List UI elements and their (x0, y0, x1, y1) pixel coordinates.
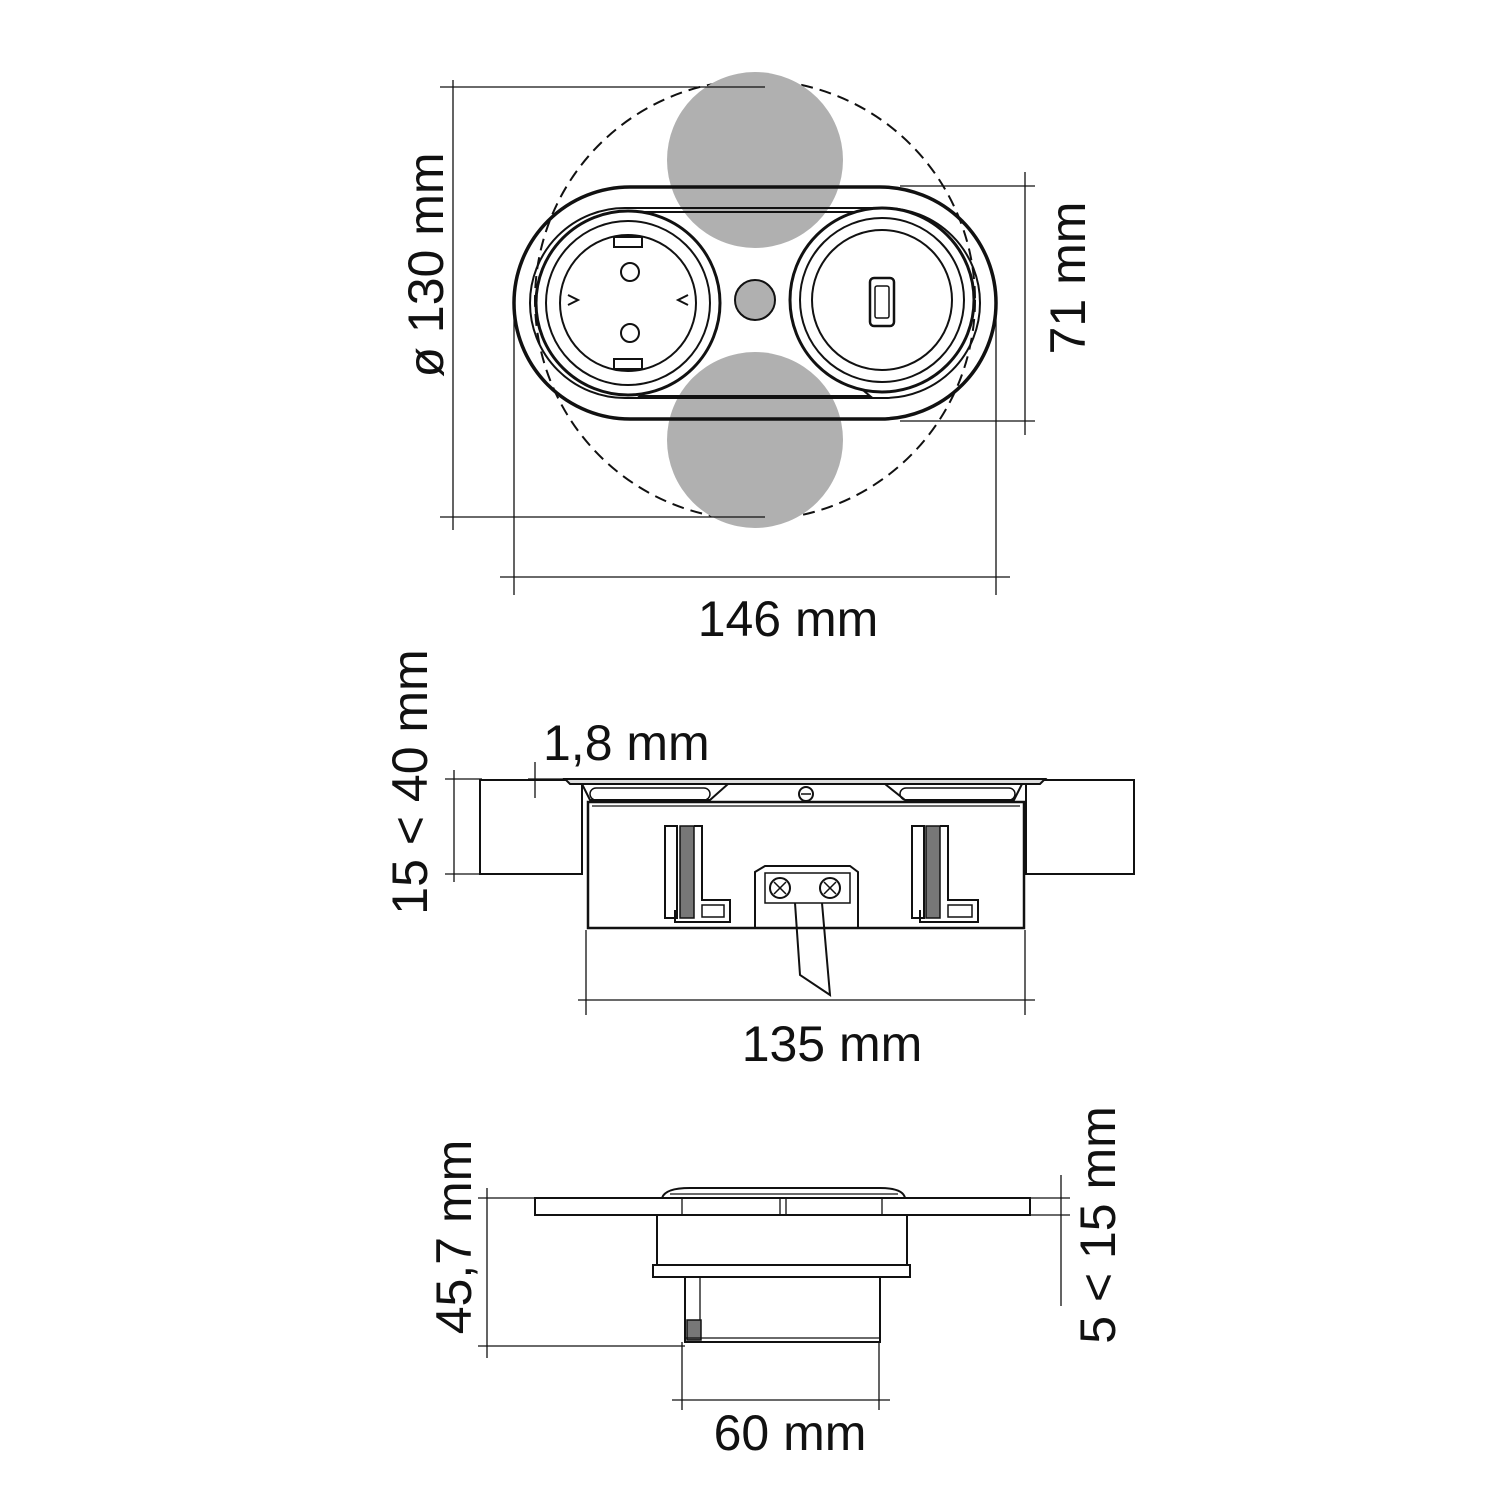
top-flange (562, 778, 1048, 785)
collar (652, 1264, 911, 1278)
cable-gland (754, 865, 859, 928)
clamp-range-label: 15 < 40 mm (382, 649, 438, 914)
side-view: 1,8 mm 15 < 40 mm 135 mm (382, 649, 1135, 1072)
diameter-dimension (440, 80, 765, 530)
end-view: 45,7 mm 5 < 15 mm 60 mm (426, 1106, 1126, 1461)
gland-screw-left-icon (769, 877, 791, 899)
clamp-right (911, 825, 979, 923)
end-width-label: 60 mm (714, 1405, 867, 1461)
thickness-label: 1,8 mm (543, 715, 710, 771)
end-housing (684, 1276, 881, 1343)
end-width-dimension (672, 1342, 890, 1410)
desk-panel-left (479, 779, 583, 875)
diameter-label: ø 130 mm (398, 152, 454, 377)
width-label: 146 mm (698, 591, 879, 647)
side-width-label: 135 mm (742, 1016, 923, 1072)
frame-inner (529, 207, 981, 399)
usb-port-icon (788, 206, 976, 394)
end-range-dimension (1030, 1175, 1070, 1306)
height-dimension (900, 172, 1035, 435)
lid-disc-top (667, 72, 843, 248)
clamp-left (664, 825, 731, 923)
height-label: 71 mm (1040, 202, 1096, 355)
cable (794, 902, 832, 997)
neck (656, 1214, 908, 1266)
housing-body (586, 800, 1026, 930)
clamp-range-dimension (445, 770, 482, 882)
width-dimension (500, 300, 1010, 595)
desk-panel-right (1025, 779, 1135, 875)
schuko-socket-icon (534, 209, 722, 397)
side-width-dimension (578, 930, 1035, 1015)
end-range-label: 5 < 15 mm (1070, 1106, 1126, 1344)
lid-disc-bottom (667, 352, 843, 528)
centre-button (734, 279, 776, 321)
end-height-label: 45,7 mm (426, 1140, 482, 1335)
thickness-dimension (528, 762, 570, 798)
top-view: ø 130 mm 71 mm 146 mm (398, 72, 1096, 647)
gland-screw-right-icon (819, 877, 841, 899)
desk-plate (534, 1197, 1031, 1216)
end-height-dimension (478, 1188, 685, 1358)
